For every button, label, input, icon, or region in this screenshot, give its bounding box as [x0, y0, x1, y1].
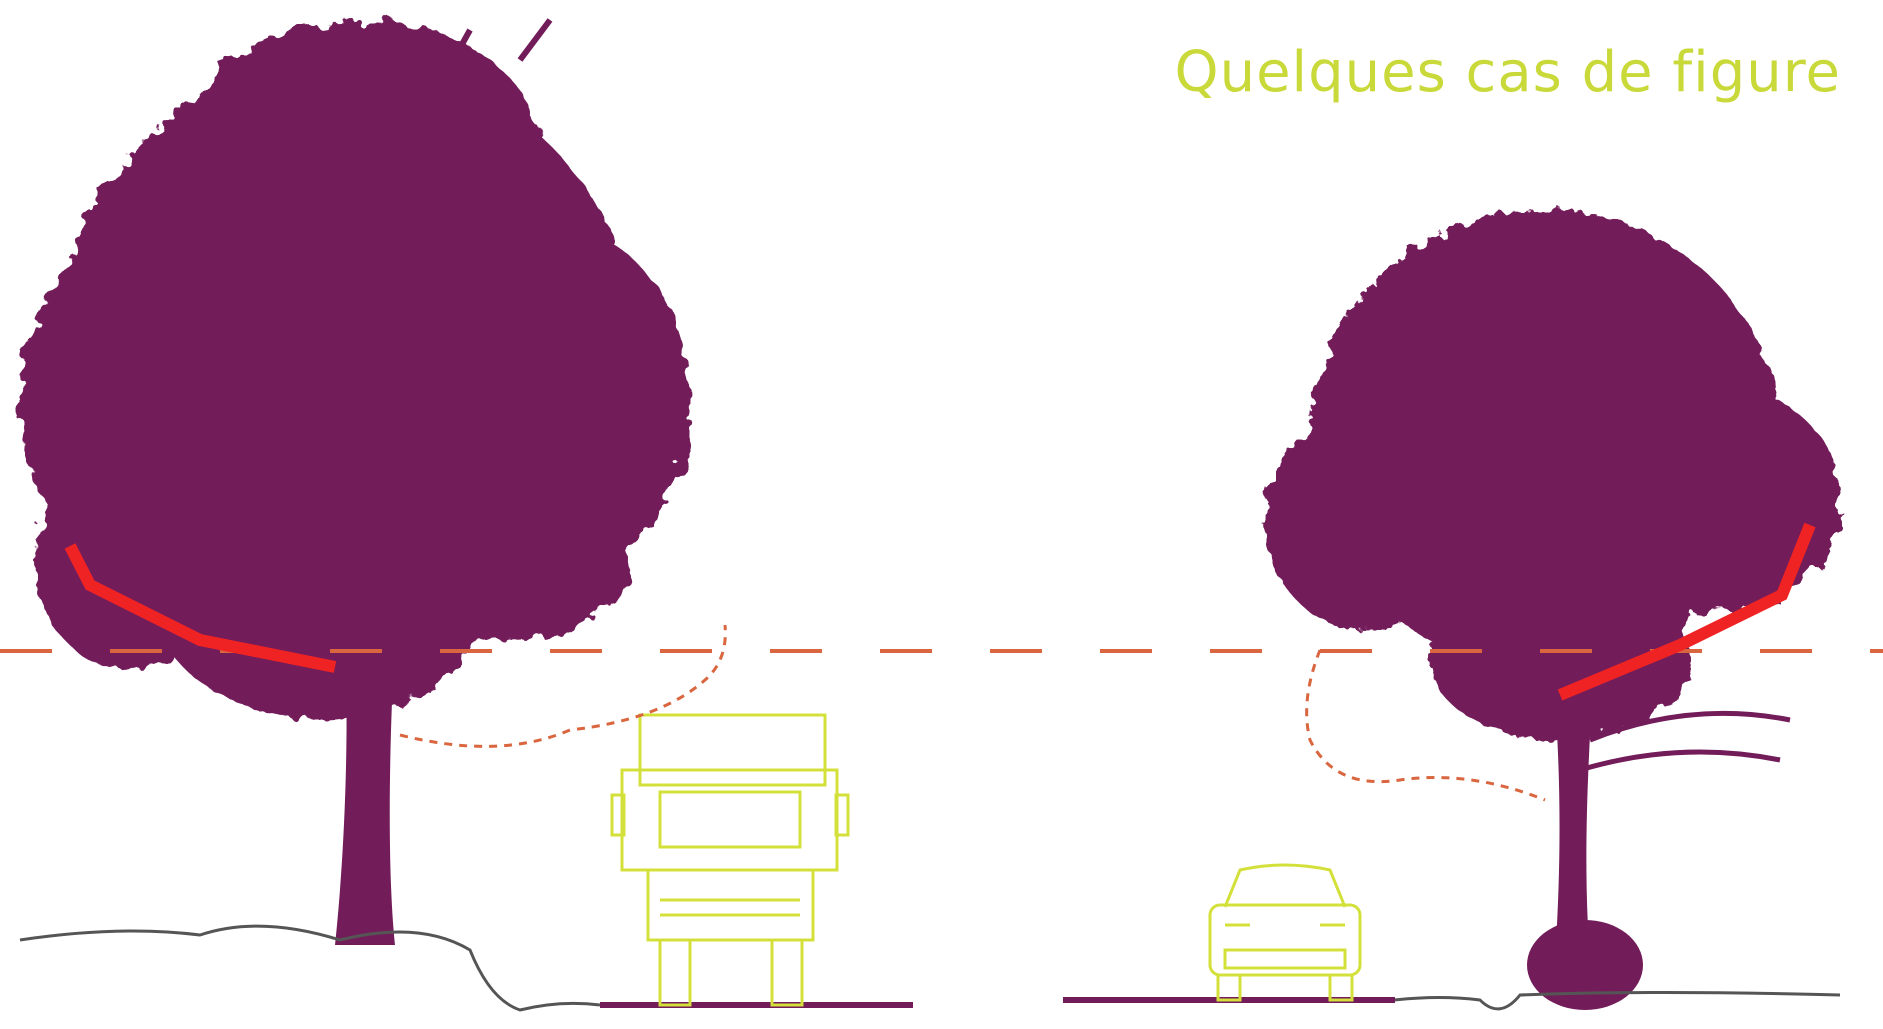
left-scene — [20, 20, 913, 1010]
large-tree — [20, 20, 690, 945]
ground-left — [20, 926, 600, 1010]
right-scene — [1063, 210, 1840, 1010]
truck-icon — [612, 715, 848, 1005]
car-icon — [1210, 865, 1360, 1000]
